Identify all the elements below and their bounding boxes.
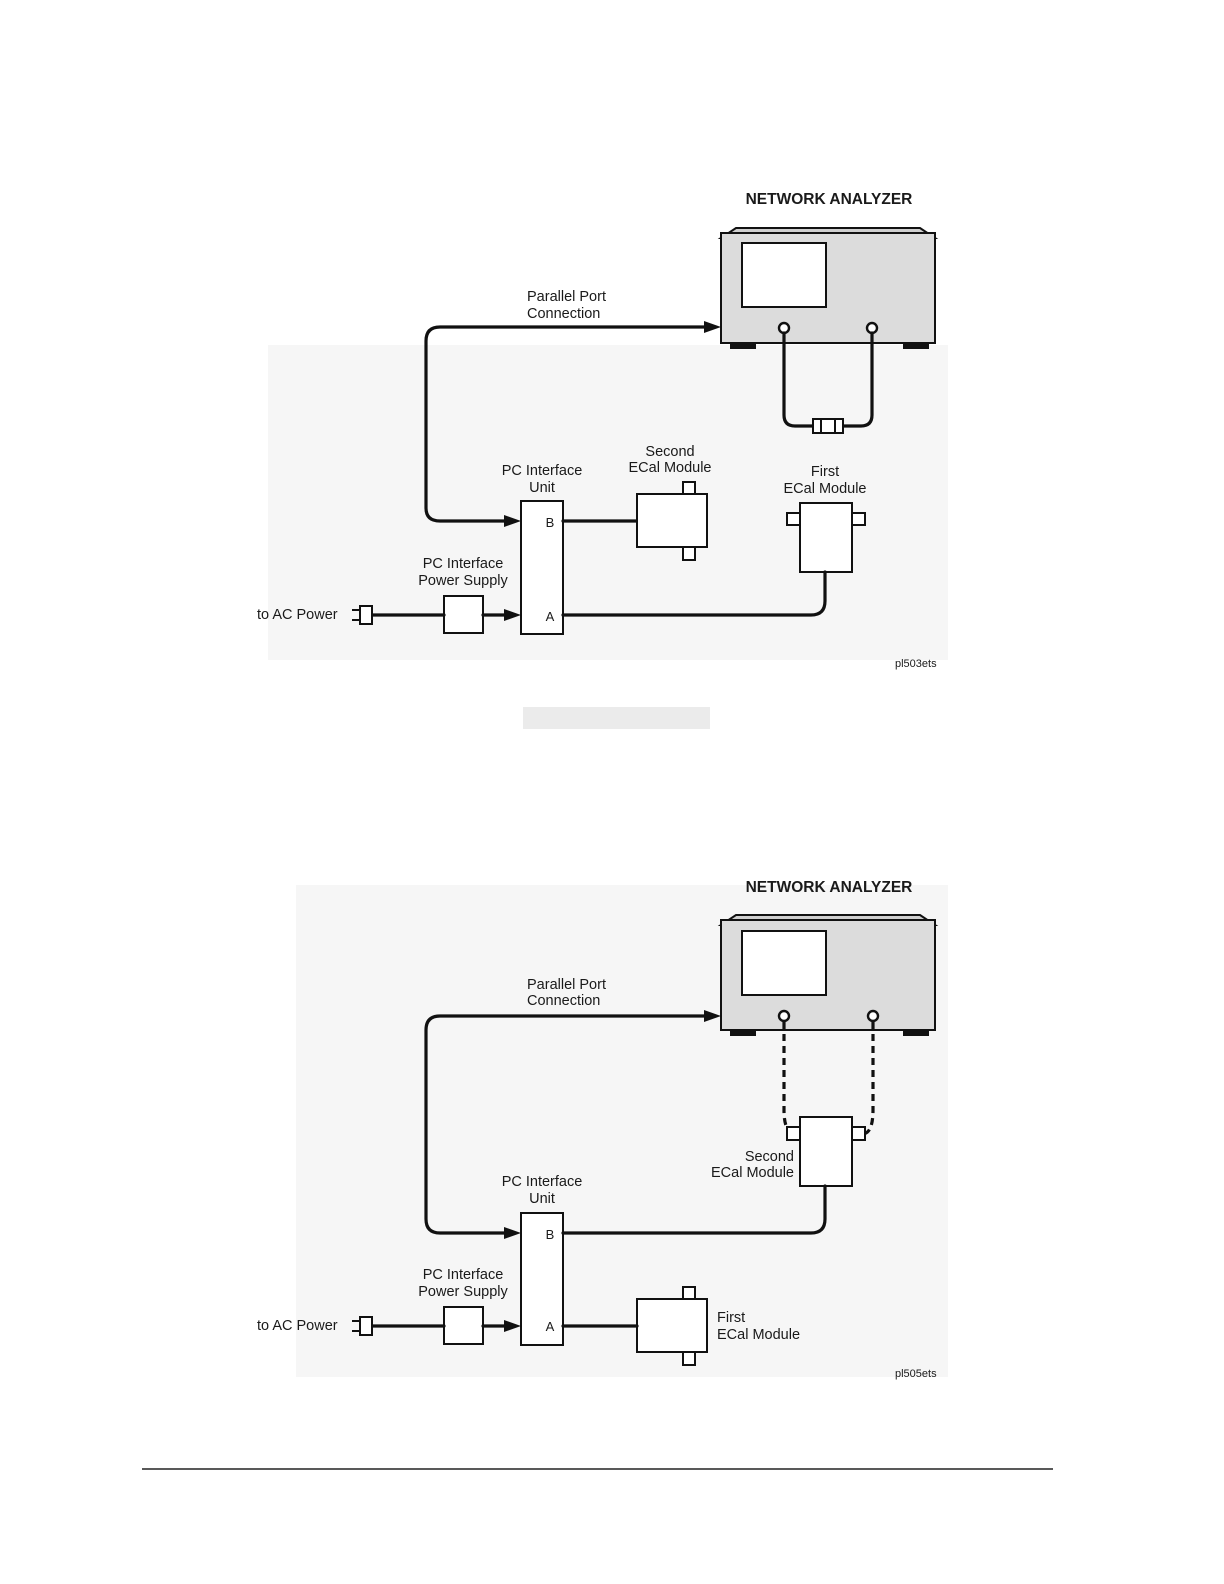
diagram-2: NETWORK ANALYZER Parallel Port Connectio… bbox=[257, 879, 948, 1380]
port-b-label: B bbox=[546, 515, 555, 530]
ac-power-label: to AC Power bbox=[257, 607, 338, 623]
second-ecal-label-2: ECal Module bbox=[628, 460, 711, 476]
power-supply-label-1: PC Interface bbox=[423, 556, 504, 572]
analyzer-port-1 bbox=[779, 1011, 789, 1021]
pc-interface-unit bbox=[521, 501, 563, 634]
caption-bar bbox=[523, 707, 710, 729]
figure-code-1: pl503ets bbox=[895, 658, 937, 670]
pc-interface-power-supply bbox=[444, 1307, 483, 1344]
port-a-label: A bbox=[546, 609, 555, 624]
pc-interface-unit-label-2: Unit bbox=[529, 1191, 555, 1207]
thru-adapter bbox=[813, 419, 843, 433]
parallel-port-label-1: Parallel Port bbox=[527, 977, 606, 993]
network-analyzer-title: NETWORK ANALYZER bbox=[746, 879, 913, 896]
ac-power-label: to AC Power bbox=[257, 1318, 338, 1334]
second-ecal-label-1: Second bbox=[745, 1149, 794, 1165]
network-analyzer bbox=[721, 228, 935, 349]
second-ecal-label-2: ECal Module bbox=[711, 1165, 794, 1181]
first-ecal-label-2: ECal Module bbox=[783, 481, 866, 497]
analyzer-port-2 bbox=[868, 1011, 878, 1021]
analyzer-screen bbox=[742, 931, 826, 995]
port-b-label: B bbox=[546, 1227, 555, 1242]
second-ecal-label-1: Second bbox=[645, 444, 694, 460]
pc-interface-unit-label-2: Unit bbox=[529, 480, 555, 496]
parallel-port-label-2: Connection bbox=[527, 306, 600, 322]
port-a-label: A bbox=[546, 1319, 555, 1334]
network-analyzer-title: NETWORK ANALYZER bbox=[746, 191, 913, 208]
first-ecal-label-1: First bbox=[811, 464, 839, 480]
pc-interface-unit bbox=[521, 1213, 563, 1345]
figure-code-2: pl505ets bbox=[895, 1368, 937, 1380]
analyzer-screen bbox=[742, 243, 826, 307]
arrow-to-analyzer bbox=[704, 321, 721, 333]
diagram-1: NETWORK ANALYZER Parallel Port Connectio… bbox=[257, 191, 948, 670]
first-ecal-label-2: ECal Module bbox=[717, 1327, 800, 1343]
pc-interface-unit-label-1: PC Interface bbox=[502, 1174, 583, 1190]
power-supply-label-2: Power Supply bbox=[418, 573, 508, 589]
pc-interface-unit-label-1: PC Interface bbox=[502, 463, 583, 479]
power-supply-label-2: Power Supply bbox=[418, 1284, 508, 1300]
network-analyzer bbox=[721, 915, 935, 1036]
parallel-port-label-1: Parallel Port bbox=[527, 289, 606, 305]
pc-interface-power-supply bbox=[444, 596, 483, 633]
power-supply-label-1: PC Interface bbox=[423, 1267, 504, 1283]
first-ecal-label-1: First bbox=[717, 1310, 745, 1326]
parallel-port-label-2: Connection bbox=[527, 993, 600, 1009]
